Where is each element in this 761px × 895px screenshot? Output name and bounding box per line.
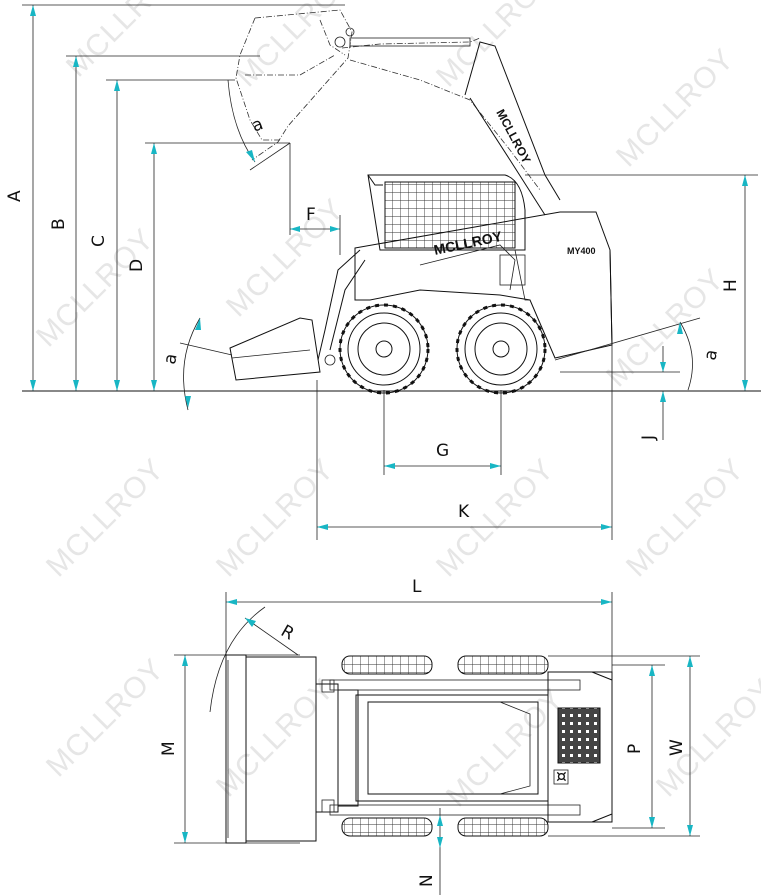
raised-bucket	[235, 9, 541, 191]
dim-J: J	[560, 346, 680, 441]
tyre-rear-left	[457, 655, 549, 675]
dim-D	[151, 143, 157, 391]
angle-label-alpha-bottom: a	[160, 352, 182, 366]
angle-bottom: a	[160, 317, 233, 411]
engine-hood: ¤	[547, 671, 613, 823]
dim-N: N	[417, 808, 443, 895]
dim-A	[30, 5, 36, 391]
dim-label-L: L	[412, 577, 422, 597]
angle-label-beta: a	[249, 114, 266, 136]
bucket-top	[225, 654, 317, 844]
dim-label-R: R	[277, 621, 297, 644]
dim-label-B: B	[49, 218, 69, 230]
dim-label-W: W	[667, 739, 687, 756]
dim-label-M: M	[159, 741, 179, 756]
dim-label-G: G	[436, 441, 449, 461]
top-view: L R M	[159, 577, 700, 895]
dim-C	[114, 80, 120, 391]
dim-W: W	[548, 655, 700, 837]
dim-L: L	[225, 577, 613, 672]
frame-top	[315, 679, 581, 816]
cab	[367, 174, 526, 251]
dim-H: H	[525, 174, 758, 391]
dim-label-K: K	[458, 502, 470, 522]
front-wheel	[338, 303, 430, 395]
dim-label-J: J	[639, 435, 659, 441]
angle-rear: a	[554, 317, 722, 391]
dim-label-H: H	[721, 279, 741, 292]
dim-F: F	[289, 143, 341, 255]
dim-label-A: A	[5, 190, 25, 202]
dim-label-D: D	[127, 259, 147, 272]
angle-top: a	[227, 79, 291, 171]
dim-label-N: N	[417, 874, 437, 887]
dim-K: K	[316, 345, 613, 540]
dim-P: P	[612, 664, 665, 829]
angle-label-rear: a	[700, 348, 722, 362]
side-view: A B C D F MCLLROY	[5, 4, 761, 540]
dim-M: M	[159, 654, 300, 844]
dim-B	[73, 56, 79, 391]
tyre-front-right	[341, 817, 433, 837]
hood-symbol: ¤	[556, 767, 567, 787]
tyre-front-left	[341, 655, 433, 675]
rear-wheel	[455, 303, 547, 395]
model-label: MY400	[567, 246, 596, 256]
dim-G: G	[383, 390, 502, 475]
lowered-bucket	[229, 249, 366, 381]
dim-label-P: P	[625, 744, 645, 754]
dim-label-C: C	[89, 235, 109, 247]
dim-label-F: F	[306, 205, 316, 225]
tyre-rear-right	[457, 817, 549, 837]
dim-R: R	[209, 606, 299, 713]
